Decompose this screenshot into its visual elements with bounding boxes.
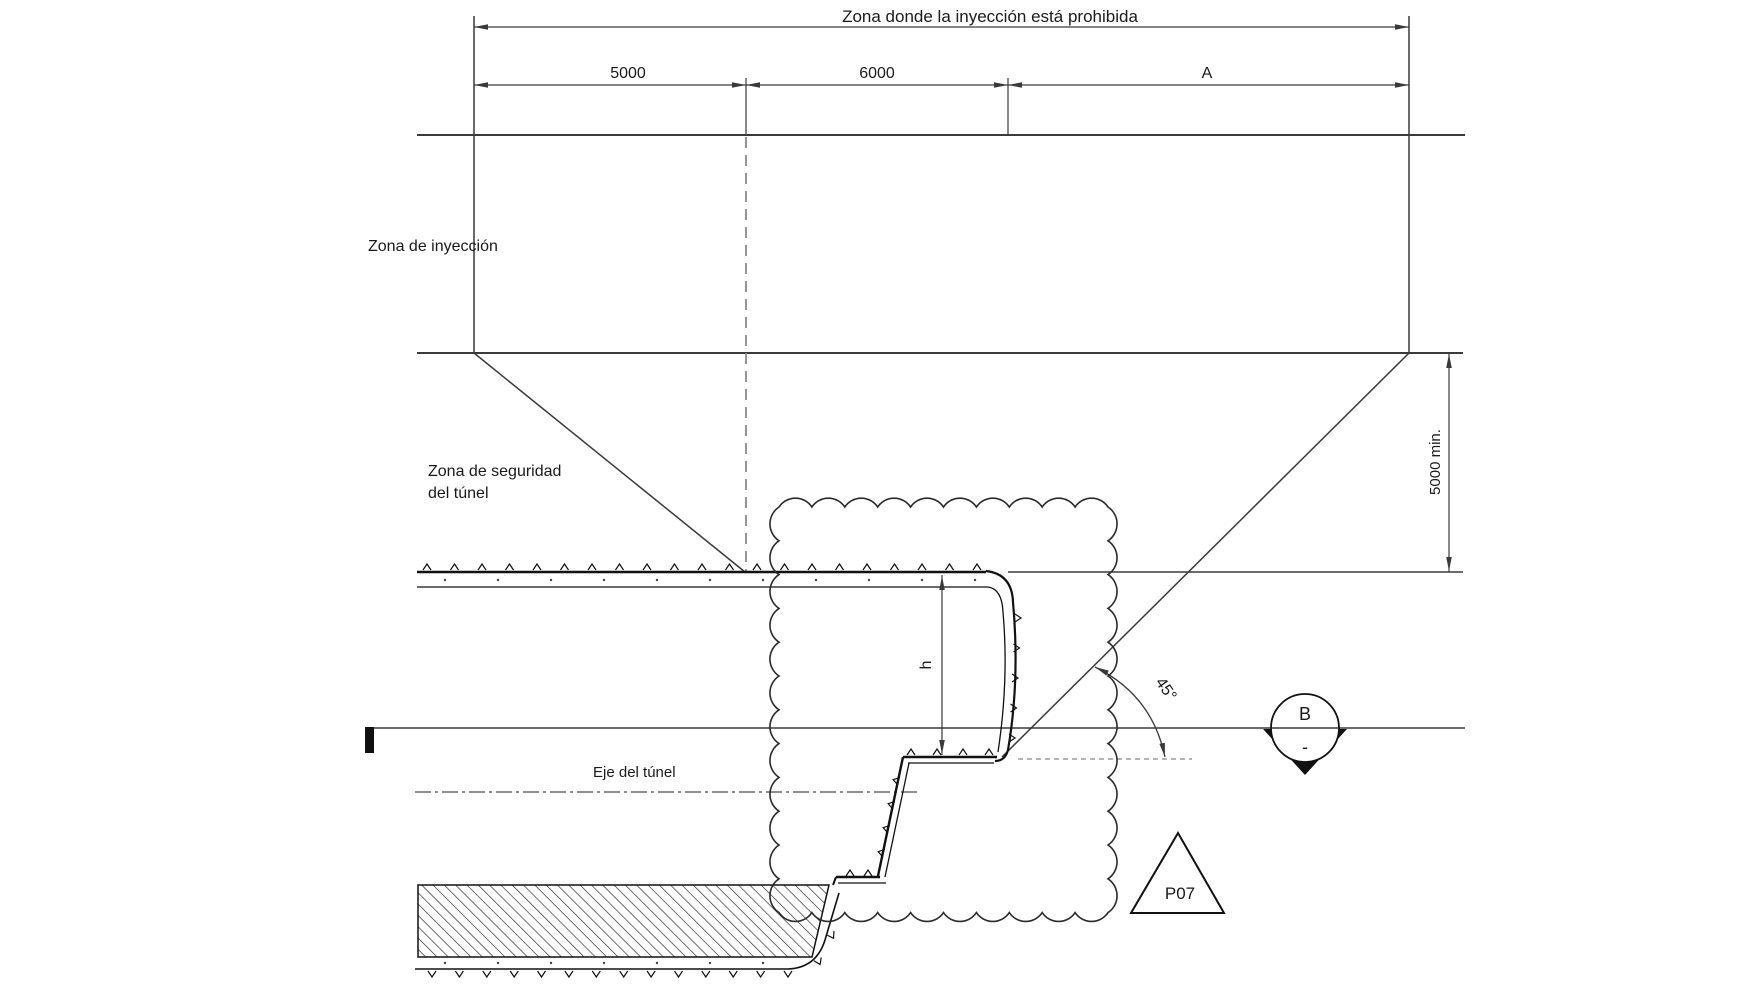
height-dimension-label: h xyxy=(918,661,935,670)
depth-dimension-label: 5000 min. xyxy=(1427,429,1444,495)
section-marker-sub-label: - xyxy=(1302,737,1308,757)
diaphragm-wall-outer-line xyxy=(985,569,1017,763)
section-marker-b: B - xyxy=(1263,693,1347,775)
section-marker-label: B xyxy=(1299,704,1311,724)
tunnel-structure xyxy=(415,569,1017,970)
dim-5000-label: 5000 xyxy=(610,65,646,82)
zone-boundaries xyxy=(365,134,1465,753)
safety-zone-label-line2: del túnel xyxy=(428,485,489,502)
foot-step-drop xyxy=(832,876,837,886)
inclined-wall-inner-line xyxy=(884,762,910,878)
revision-triangle-p07: P07 xyxy=(1129,831,1226,914)
dim-a-label: A xyxy=(1202,65,1213,82)
drawing-labels: Zona donde la inyección está prohibida 5… xyxy=(368,7,1444,781)
auxiliary-lines xyxy=(415,137,1410,793)
diaphragm-wall-inner-line xyxy=(987,586,1006,753)
excavation-lining-line xyxy=(415,892,840,970)
dim-6000-label: 6000 xyxy=(859,65,895,82)
angle-45-label: 45° xyxy=(1152,675,1180,705)
safety-zone-label-line1: Zona de seguridad xyxy=(428,463,561,480)
tunnel-axis-label: Eje del túnel xyxy=(593,764,676,781)
slab-dot-marks xyxy=(443,578,977,965)
dimension-arrowheads xyxy=(474,24,1452,757)
anchor-tick-marks xyxy=(422,562,1023,979)
inclined-wall-outer-line xyxy=(876,756,905,877)
invert-slab-hatched-section xyxy=(417,884,830,958)
revision-triangle-outline xyxy=(1129,831,1226,914)
revision-cloud xyxy=(769,497,1118,923)
right-funnel-diagonal-45deg xyxy=(1001,352,1410,758)
revision-label: P07 xyxy=(1165,884,1195,903)
prohibited-zone-title: Zona donde la inyección está prohibida xyxy=(842,7,1138,26)
injection-zone-label: Zona de inyección xyxy=(368,238,498,255)
angle-arc-45deg xyxy=(1094,666,1166,758)
prohibited-zone-dimension xyxy=(473,16,1410,353)
left-funnel-diagonal xyxy=(473,352,746,573)
axis-start-tick xyxy=(365,727,374,753)
vertical-dimensions xyxy=(941,353,1450,755)
